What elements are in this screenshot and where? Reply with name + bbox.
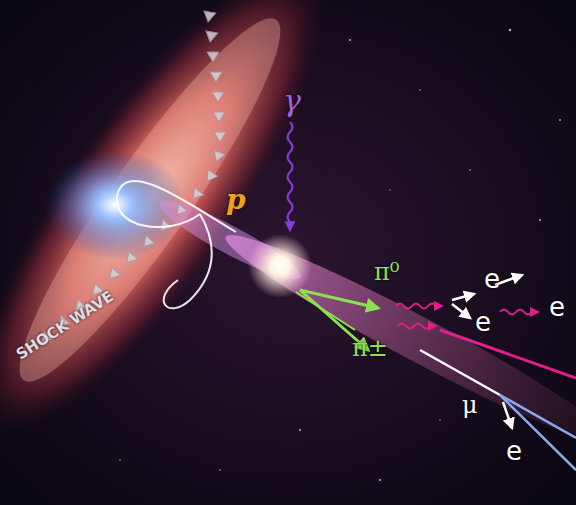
muon-label: μ <box>462 393 478 417</box>
pion-label: π± <box>352 336 388 360</box>
electron-label: e <box>475 309 491 335</box>
pion-label: π⁰ <box>374 260 399 284</box>
electron-label: e <box>549 294 565 320</box>
proton-label: p <box>226 186 246 214</box>
electron-label: e <box>506 438 522 464</box>
gamma-label: γ <box>283 86 301 116</box>
electron-label: e <box>484 266 500 292</box>
